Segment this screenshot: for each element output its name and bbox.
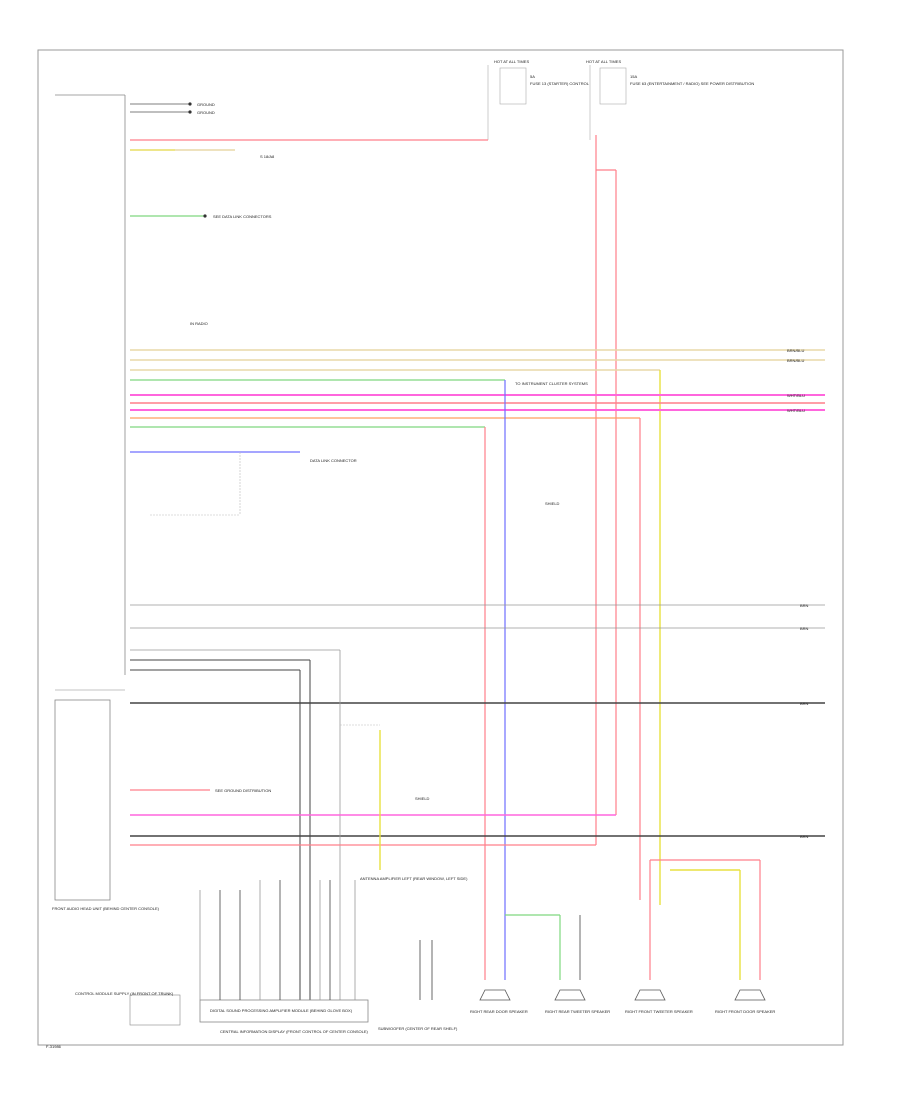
top-wires: GROUND GROUND S 18/A8 SEE DATA LINK CONN… — [130, 102, 617, 845]
left-block-label: FRONT AUDIO HEAD UNIT (BEHIND CENTER CON… — [52, 906, 160, 911]
ground-module-label: CONTROL MODULE SUPPLY (IN FRONT OF TRUNK… — [75, 991, 174, 996]
arrow-h-label: BRN — [800, 834, 809, 839]
arrow-b-label: BRN/BLU — [787, 358, 804, 363]
splice-label: S 18/A8 — [260, 154, 275, 159]
subwoofer-label: SUBWOOFER (CENTER OF REAR SHELF) — [378, 1026, 458, 1031]
ground-label-2: GROUND — [197, 110, 215, 115]
shield-label-b: SHIELD — [415, 796, 430, 801]
speaker-1-label: RIGHT REAR DOOR SPEAKER — [470, 1009, 528, 1014]
arrow-g-label: BRN — [800, 701, 809, 706]
right-front-wiring — [649, 859, 761, 980]
fuse-right-top-label: HOT AT ALL TIMES — [586, 59, 621, 64]
speaker-4-label: RIGHT FRONT DOOR SPEAKER — [715, 1009, 775, 1014]
fuse-block-right: HOT AT ALL TIMES 15A FUSE 63 (ENTERTAINM… — [586, 59, 754, 140]
upper-connector — [55, 94, 126, 675]
speaker-2-label: RIGHT REAR TWEETER SPEAKER — [545, 1009, 610, 1014]
amp-label: DIGITAL SOUND PROCESSING AMPLIFIER MODUL… — [210, 1008, 353, 1013]
fuse-right-rating: 15A — [630, 74, 637, 79]
footer-code: F-31986 — [46, 1044, 62, 1049]
arrow-c-label: WHT/BLU — [787, 393, 805, 398]
ground-module: CONTROL MODULE SUPPLY (IN FRONT OF TRUNK… — [75, 991, 181, 1026]
speaker-rr-door: RIGHT REAR DOOR SPEAKER — [470, 989, 528, 1014]
fuse-right-name: FUSE 63 (ENTERTAINMENT / RADIO) SEE POWE… — [630, 81, 754, 86]
speaker-rr-tweeter: RIGHT REAR TWEETER SPEAKER — [545, 989, 610, 1014]
in-radio-label: IN RADIO — [190, 321, 208, 326]
right-arrows: BRN/BLU BRN/BLU WHT/BLU WHT/BLU BRN BRN … — [787, 348, 809, 839]
diagram-frame — [37, 49, 844, 1046]
green-loop — [505, 914, 581, 980]
speaker-rf-tweeter: RIGHT FRONT TWEETER SPEAKER — [625, 989, 693, 1014]
speaker-rf-door: RIGHT FRONT DOOR SPEAKER — [715, 989, 775, 1014]
ground-dist-label: SEE GROUND DISTRIBUTION — [215, 788, 271, 793]
blue-wire: DATA LINK CONNECTOR — [130, 451, 357, 516]
diagnostic-label: DATA LINK CONNECTOR — [310, 458, 357, 463]
fuse-left-name: FUSE 13 (STARTER) CONTROL — [530, 81, 590, 86]
fuse-left-rating: 5A — [530, 74, 535, 79]
shield-label-a: SHIELD — [545, 501, 560, 506]
bus-wires: IN RADIO TO INSTRUMENT CLUSTER SYSTEMS S… — [130, 321, 825, 980]
lower-left-module: FRONT AUDIO HEAD UNIT (BEHIND CENTER CON… — [52, 689, 616, 911]
arrow-d-label: WHT/BLU — [787, 408, 805, 413]
cluster-label: TO INSTRUMENT CLUSTER SYSTEMS — [515, 381, 588, 386]
bottom-captions: SUBWOOFER (CENTER OF REAR SHELF) F-31986 — [46, 940, 458, 1049]
fuse-left-top-label: HOT AT ALL TIMES — [494, 59, 529, 64]
ground-label-1: GROUND — [197, 102, 215, 107]
fuse-block-left: HOT AT ALL TIMES 5A FUSE 13 (STARTER) CO… — [487, 59, 590, 140]
amp-sub-label: CENTRAL INFORMATION DISPLAY (FRONT CONTR… — [220, 1029, 369, 1034]
arrow-a-label: BRN/BLU — [787, 348, 804, 353]
antenna-lead: ANTENNA AMPLIFIER LEFT (REAR WINDOW, LEF… — [340, 724, 468, 881]
radio-connect-label: ANTENNA AMPLIFIER LEFT (REAR WINDOW, LEF… — [360, 876, 468, 881]
amplifier-block: DIGITAL SOUND PROCESSING AMPLIFIER MODUL… — [199, 880, 369, 1034]
speaker-3-label: RIGHT FRONT TWEETER SPEAKER — [625, 1009, 693, 1014]
arrow-e-label: BRN — [800, 603, 809, 608]
arrow-f-label: BRN — [800, 626, 809, 631]
data-link-label: SEE DATA LINK CONNECTORS — [213, 214, 272, 219]
ground-wires — [130, 604, 825, 1000]
